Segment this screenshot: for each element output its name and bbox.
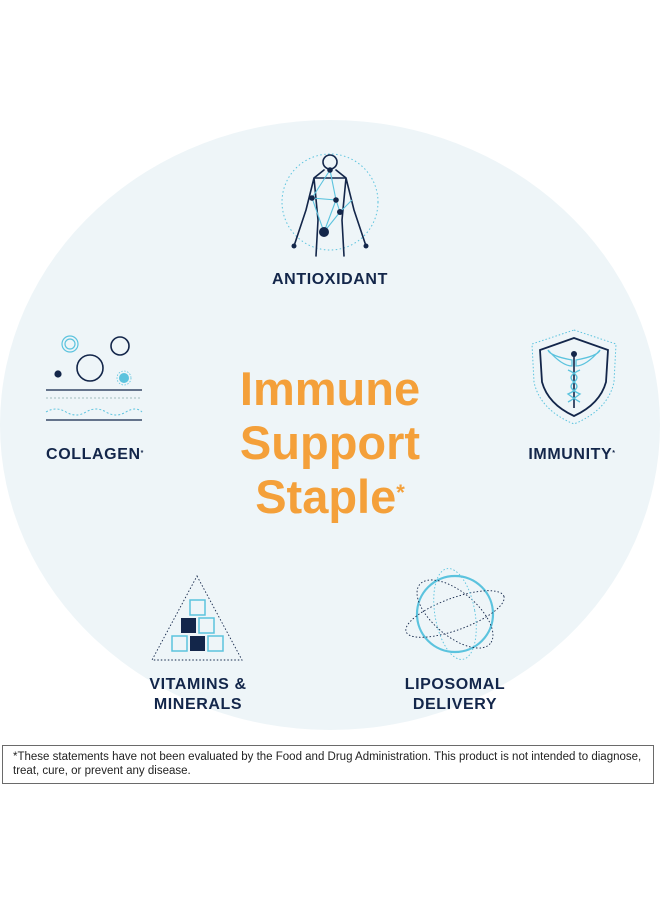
immunity-asterisk: * <box>612 450 616 457</box>
bubbles-layers-icon <box>45 335 143 421</box>
liposomal-label: LIPOSOMAL DELIVERY <box>370 675 540 715</box>
headline: Immune Support Staple* <box>130 362 530 524</box>
antioxidant-label-text: ANTIOXIDANT <box>272 271 388 288</box>
headline-asterisk: * <box>396 480 405 505</box>
fda-disclaimer-text: *These statements have not been evaluate… <box>13 751 642 777</box>
antioxidant-label: ANTIOXIDANT <box>230 270 430 290</box>
liposomal-label-line-2: DELIVERY <box>412 696 498 713</box>
vitamins-label-line-1: VITAMINS & <box>149 676 247 693</box>
headline-line-1: Immune <box>239 362 421 415</box>
collagen-asterisk: * <box>140 450 144 457</box>
immunity-label-text: IMMUNITY <box>528 446 613 463</box>
sphere-orbit-icon <box>405 568 505 660</box>
pyramid-blocks-icon <box>151 575 243 661</box>
vitamins-label: VITAMINS & MINERALS <box>118 675 278 715</box>
immunity-label: IMMUNITY* <box>508 445 636 465</box>
vitamins-label-line-2: MINERALS <box>153 696 243 713</box>
body-network-icon <box>281 153 379 257</box>
collagen-label-text: COLLAGEN <box>46 446 141 463</box>
liposomal-label-line-1: LIPOSOMAL <box>404 676 506 693</box>
shield-caduceus-icon <box>531 329 617 425</box>
headline-line-2: Support <box>239 416 421 469</box>
background-circle <box>0 120 660 730</box>
fda-disclaimer: *These statements have not been evaluate… <box>2 745 654 784</box>
headline-line-3-text: Staple <box>255 470 397 523</box>
collagen-label: COLLAGEN* <box>20 445 170 465</box>
headline-line-3: Staple* <box>130 470 530 524</box>
